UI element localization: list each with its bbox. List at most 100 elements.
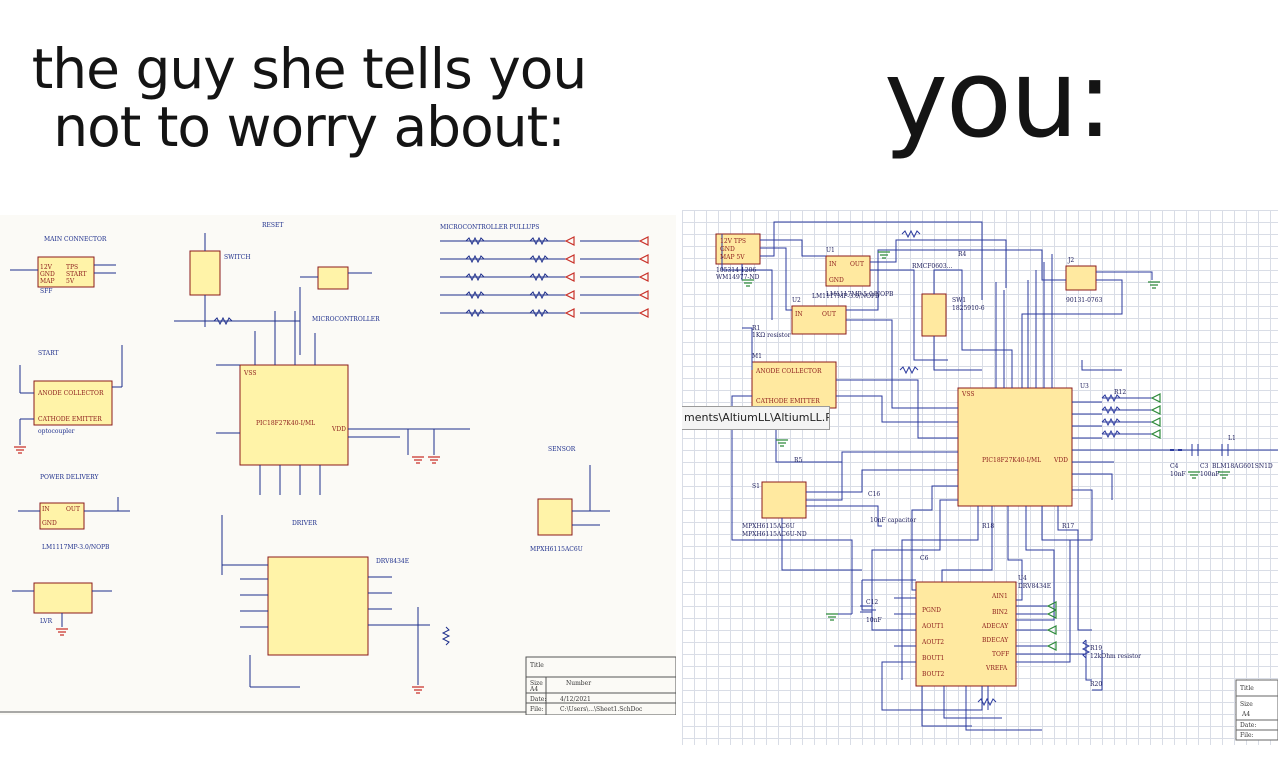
label-c12-val: 10nF bbox=[866, 617, 882, 624]
label-switch: SWITCH bbox=[224, 254, 250, 261]
label-j2: J2 bbox=[1067, 257, 1074, 264]
label-u3-part: PIC18F27K40-I/ML bbox=[982, 457, 1041, 464]
lvr-box bbox=[33, 582, 93, 614]
label-j1-map: MAP 5V bbox=[720, 254, 745, 261]
label-conn-tps: TPS bbox=[66, 264, 78, 271]
label-u1-gnd: GND bbox=[829, 277, 844, 284]
label-sensor: SENSOR bbox=[548, 446, 576, 453]
label-pgnd: PGND bbox=[922, 607, 941, 614]
tb-file: File: bbox=[1240, 732, 1254, 739]
sw1-box bbox=[921, 293, 947, 337]
label-r17: R17 bbox=[1062, 523, 1074, 530]
label-r20: R20 bbox=[1090, 681, 1102, 688]
label-s1: S1 bbox=[752, 483, 760, 490]
u4-box bbox=[915, 581, 1017, 687]
label-u4: U4 bbox=[1018, 575, 1027, 582]
label-u2-in: IN bbox=[795, 311, 803, 318]
label-aout2: AOUT2 bbox=[921, 639, 944, 646]
label-m1: M1 bbox=[752, 353, 762, 360]
label-conn-gnd: GND bbox=[40, 271, 55, 278]
label-adecay: ADECAY bbox=[981, 623, 1009, 630]
label-sf: SFF bbox=[40, 288, 52, 295]
label-j1-gnd: GND bbox=[720, 246, 735, 253]
label-r5: R5 bbox=[794, 457, 803, 464]
neat-schematic: RESET MICROCONTROLLER PULLUPS MAIN CONNE… bbox=[0, 222, 676, 715]
left-caption: the guy she tells you not to worry about… bbox=[31, 37, 588, 159]
label-aout1: AOUT1 bbox=[921, 623, 944, 630]
label-sensor-part: MPXH6115AC6U bbox=[530, 546, 583, 553]
label-lvr: LVR bbox=[40, 618, 53, 625]
tb-file-val: C:\Users\...\Sheet1.SchDoc bbox=[560, 706, 643, 713]
label-cathode-emitter: CATHODE EMITTER bbox=[38, 416, 102, 423]
reset-switch-box bbox=[189, 250, 221, 296]
main-connector-j1 bbox=[37, 256, 95, 288]
tb-size: Size bbox=[1240, 701, 1253, 708]
label-anode-collector: ANODE COLLECTOR bbox=[37, 390, 104, 397]
label-sensor-part: MPXH6115AC6U bbox=[742, 523, 795, 530]
label-drv-part: DRV8434E bbox=[1018, 583, 1051, 590]
label-c4: C4 bbox=[1170, 463, 1179, 470]
label-ain1: AIN1 bbox=[991, 593, 1008, 600]
tb-a4: A4 bbox=[529, 686, 538, 693]
label-u2-out: OUT bbox=[822, 311, 836, 318]
label-c12: C12 bbox=[866, 599, 878, 606]
driver-box bbox=[267, 556, 369, 656]
s1-box bbox=[761, 481, 807, 519]
label-r4: R4 bbox=[958, 251, 967, 258]
label-r19: R19 bbox=[1090, 645, 1102, 652]
label-bout1: BOUT1 bbox=[922, 655, 944, 662]
label-sw1-part: 1825910-6 bbox=[952, 305, 985, 312]
label-l1: L1 bbox=[1228, 435, 1236, 442]
label-r19-desc: 12kOhm resistor bbox=[1090, 653, 1141, 660]
optocoupler-box bbox=[33, 380, 113, 426]
label-r1: R1 bbox=[752, 325, 760, 332]
label-driver-part: DRV8434E bbox=[376, 558, 409, 565]
j2-box bbox=[317, 266, 349, 290]
u2-box bbox=[791, 305, 847, 335]
label-c16-desc: 10nF capacitor bbox=[870, 517, 916, 524]
label-c3-val: 100nF bbox=[1200, 471, 1219, 478]
label-bin2: BIN2 bbox=[992, 609, 1008, 616]
sensor-box bbox=[537, 498, 573, 536]
label-sensor-part2: MPXH6115AC6U-ND bbox=[742, 531, 807, 538]
label-c4-val: 10nF bbox=[1170, 471, 1186, 478]
label-regulator-part: LM1117MP-3.0/NOPB bbox=[42, 544, 110, 551]
label-reset: RESET bbox=[262, 222, 283, 229]
label-conn-5v: 5V bbox=[66, 278, 75, 285]
label-sw1: SW1 bbox=[952, 297, 966, 304]
mcu-box bbox=[239, 364, 349, 466]
j1-box bbox=[715, 233, 761, 265]
tb-title: Title bbox=[1240, 685, 1254, 692]
label-main-connector: MAIN CONNECTOR bbox=[44, 236, 107, 243]
label-optocoupler: optocoupler bbox=[38, 428, 75, 435]
label-r1-part: 1KΩ resistor bbox=[752, 332, 791, 339]
label-j1-title: 12V TPS bbox=[720, 238, 746, 245]
label-driver: DRIVER bbox=[292, 520, 317, 527]
title-block bbox=[525, 656, 676, 715]
tb-title: Title bbox=[530, 662, 544, 669]
label-u2-part: LM1117MP-3.0/NOPB bbox=[812, 293, 880, 300]
label-j2-part: 90131-0763 bbox=[1066, 297, 1103, 304]
label-conn-start: START bbox=[66, 271, 87, 278]
project-path-tooltip: ments\AltiumLL\AltiumLL.PrjScr bbox=[682, 406, 830, 430]
tb-date-val: 4/12/2021 bbox=[560, 696, 591, 703]
label-l1-part: BLM18AG601SN1D bbox=[1212, 463, 1273, 470]
label-reg-gnd: GND bbox=[42, 520, 57, 527]
label-u3: U3 bbox=[1080, 383, 1089, 390]
label-u3-vss: VSS bbox=[961, 391, 974, 398]
u3-box bbox=[957, 387, 1073, 507]
tb-date: Date: bbox=[530, 696, 546, 703]
tb-size: Size bbox=[530, 680, 543, 687]
label-cathode-emitter: CATHODE EMITTER bbox=[756, 398, 820, 405]
label-start: START bbox=[38, 350, 59, 357]
label-mcu-pullups: MICROCONTROLLER PULLUPS bbox=[440, 224, 539, 231]
label-r12: R12 bbox=[1114, 389, 1126, 396]
label-reg-in: IN bbox=[42, 506, 50, 513]
label-j1-part2: WM14977-ND bbox=[716, 274, 760, 281]
label-r4-part: RMCF0603... bbox=[912, 263, 952, 270]
label-c16: C16 bbox=[868, 491, 880, 498]
right-caption: you: bbox=[884, 37, 1113, 162]
tb-file: File: bbox=[530, 706, 544, 713]
label-conn-12v: 12V bbox=[40, 264, 53, 271]
label-power-delivery: POWER DELIVERY bbox=[40, 474, 100, 481]
